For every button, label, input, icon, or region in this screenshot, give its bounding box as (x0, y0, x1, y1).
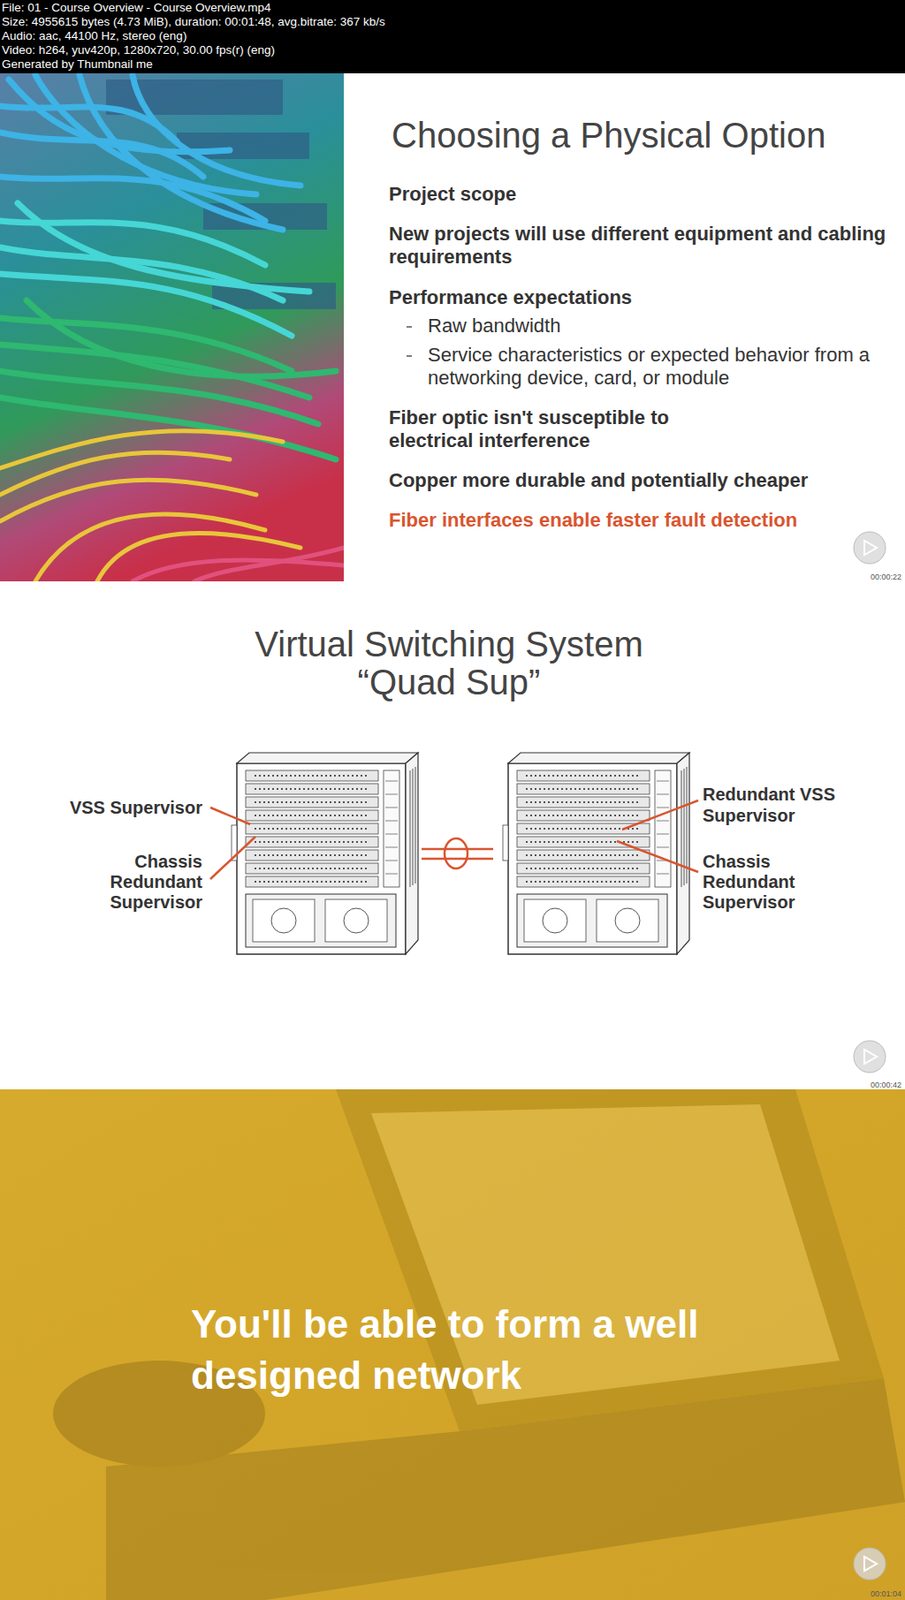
bullet-text: Fiber optic isn't susceptible to electri… (388, 406, 708, 453)
file-info-line: Video: h264, yuv420p, 1280x720, 30.00 fp… (1, 43, 902, 58)
play-button (853, 1041, 886, 1073)
switch-chassis (502, 752, 690, 955)
timestamp: 00:00:42 (844, 1080, 902, 1090)
highlight-text: Fiber interfaces enable faster fault det… (388, 509, 900, 533)
play-button (853, 532, 886, 564)
sub-bullet-text: Raw bandwidth (427, 314, 888, 338)
slide-title: Virtual Switching System (139, 623, 759, 665)
file-info-line: Size: 4955615 bytes (4.73 MiB), duration… (1, 15, 902, 30)
vss-link-symbol (421, 838, 494, 869)
timestamp: 00:01:04 (844, 1589, 902, 1599)
slide-ground (0, 1089, 905, 1600)
info-bar: File: 01 - Course Overview - Course Over… (0, 0, 905, 74)
bullet-dash (406, 327, 412, 357)
slide-panel: Choosing a Physical OptionProject scopeN… (343, 73, 905, 582)
slide-ground (0, 581, 905, 1090)
part-label: Chassis Redundant Supervisor (702, 851, 814, 913)
slide-panel: You'll be able to form a well designed n… (0, 1089, 905, 1600)
bullet-text: Project scope (388, 182, 893, 206)
cable-photo (0, 73, 344, 582)
slide-panel: Virtual Switching System“Quad Sup” (0, 581, 905, 1090)
file-info-line: Generated by Thumbnail me (1, 57, 902, 72)
bullet-text: New projects will use different equipmen… (388, 222, 893, 269)
play-button (853, 1548, 886, 1581)
part-label: Chassis Redundant Supervisor (91, 851, 203, 913)
slide-title: Choosing a Physical Option (391, 114, 896, 156)
slide-ground (343, 73, 905, 582)
laptop-photo (53, 1089, 905, 1600)
switch-chassis (231, 752, 419, 955)
slide-message: You'll be able to form a well designed n… (190, 1299, 713, 1402)
file-info-line: File: 01 - Course Overview - Course Over… (1, 0, 902, 16)
file-info-line: Audio: aac, 44100 Hz, stereo (eng) (1, 29, 902, 44)
timestamp: 00:00:22 (844, 572, 902, 582)
slide-subtitle: “Quad Sup” (139, 661, 759, 703)
part-label: VSS Supervisor (34, 797, 203, 819)
bullet-text: Performance expectations (388, 286, 893, 310)
info-bar-ground (0, 0, 905, 74)
leader-line (210, 800, 699, 880)
bullet-text: Copper more durable and potentially chea… (388, 469, 898, 493)
part-label: Redundant VSS Supervisor (702, 783, 858, 827)
sub-bullet-text: Service characteristics or expected beha… (427, 343, 888, 390)
